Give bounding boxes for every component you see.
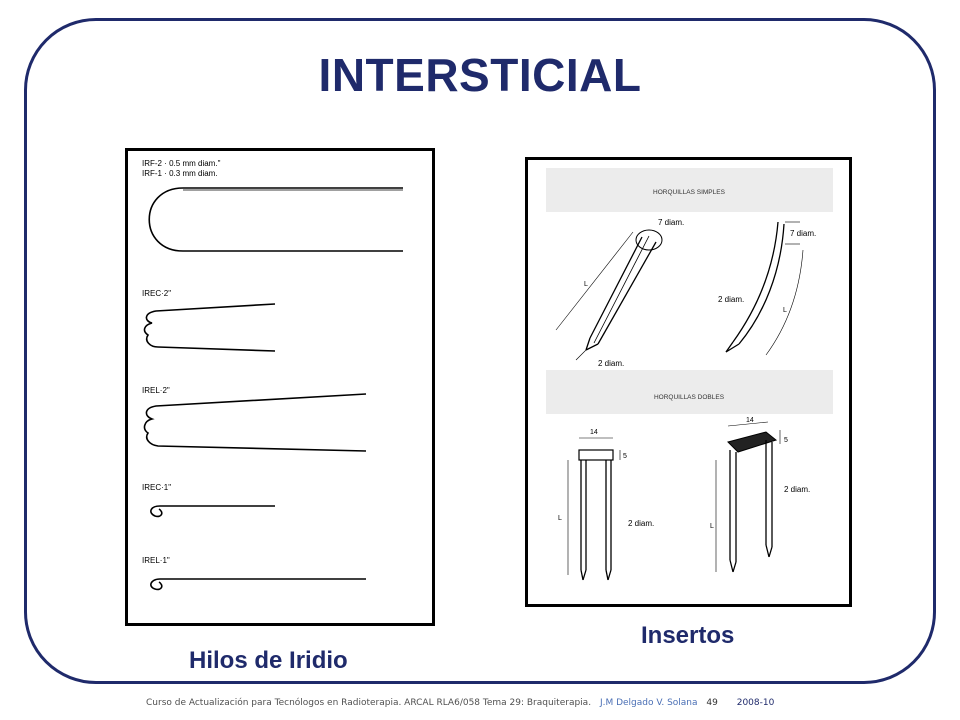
iridium-wires-drawing: IRF-2 · 0.5 mm diam." IRF-1 · 0.3 mm dia… [142,159,403,591]
annot-L4: L [710,523,714,530]
label-irel2: IREL·2" [142,386,170,395]
hairpin-wire [148,187,403,252]
straight-double-hairpin [567,437,621,581]
header-band-double [546,370,833,414]
straight-simple-hairpin [555,229,663,361]
annot-w14-a: 14 [590,429,598,436]
header-band-simple [546,168,833,212]
footer: Curso de Actualización para Tecnólogos e… [146,698,780,708]
annot-7diam-a: 7 diam. [658,218,684,227]
annot-h5-b: 5 [784,437,788,444]
caption-iridium-wires: Hilos de Iridio [189,647,348,674]
inserts-drawing: HORQUILLAS SIMPLES HORQUILLAS DOBLES 7 d… [546,168,833,581]
annot-2diam-b: 2 diam. [718,295,744,304]
footer-course: Curso de Actualización para Tecnólogos e… [146,698,592,708]
label-irf1: IRF-1 · 0.3 mm diam. [142,169,218,178]
inserts-figure: HORQUILLAS SIMPLES HORQUILLAS DOBLES 7 d… [525,157,852,607]
annot-h5-a: 5 [623,453,627,460]
caption-inserts: Insertos [641,622,735,649]
header-simple: HORQUILLAS SIMPLES [653,189,726,196]
annot-7diam-b: 7 diam. [790,229,816,238]
curl-wire-irec1 [150,505,275,518]
label-irel1: IREL·1" [142,556,170,565]
curl-wire-irel1 [150,578,366,591]
loop-wire-irec2 [143,303,276,352]
label-irec1: IREC·1" [142,483,171,492]
footer-authors: J.M Delgado V. Solana [599,698,698,708]
iridium-wires-figure: IRF-2 · 0.5 mm diam." IRF-1 · 0.3 mm dia… [125,148,435,626]
label-irec2: IREC·2" [142,289,171,298]
slide-title: INTERSTICIAL [318,49,642,101]
curved-simple-hairpin [725,221,804,356]
header-double: HORQUILLAS DOBLES [654,394,725,401]
annot-2diam-c: 2 diam. [628,519,654,528]
slide-frame [24,18,936,684]
annot-L1: L [584,281,588,288]
perspective-double-hairpin [715,421,781,573]
footer-page-number: 49 [706,698,718,708]
annot-L2: L [783,307,787,314]
loop-wire-irel2 [143,393,367,452]
annot-2diam-d: 2 diam. [784,485,810,494]
annot-L3: L [558,515,562,522]
annot-w14-b: 14 [746,417,754,424]
footer-year: 2008-10 [736,698,775,708]
annot-2diam-a: 2 diam. [598,359,624,368]
label-irf2: IRF-2 · 0.5 mm diam." [142,159,221,168]
